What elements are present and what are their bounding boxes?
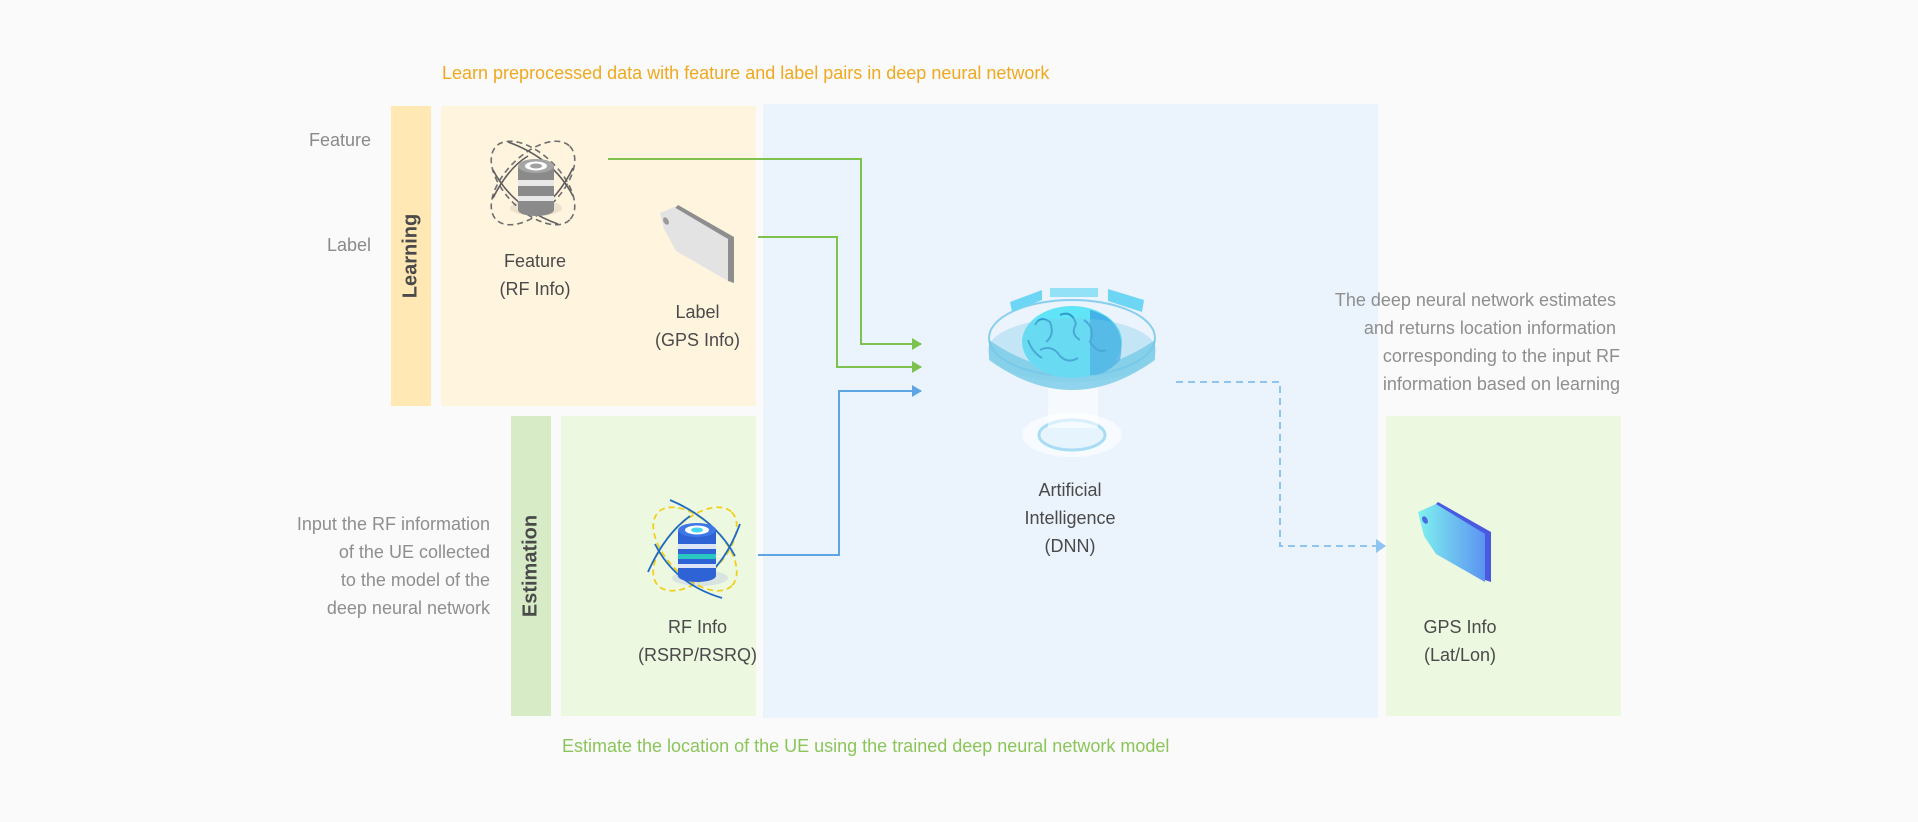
rf-to-ai-arrow — [758, 385, 922, 556]
ai-description-line: corresponding to the input RF — [1382, 346, 1620, 366]
gps-output-title: GPS Info — [1423, 617, 1497, 637]
ai-node-subtitle: (DNN) — [1044, 536, 1096, 556]
rf-node-title: RF Info — [667, 617, 728, 637]
feature-node-title: Feature — [503, 251, 567, 271]
ai-description-line: The deep neural network estimates — [1334, 290, 1616, 310]
ai-node-title-line2: Intelligence — [1024, 508, 1116, 528]
ai-description: The deep neural network estimates and re… — [1280, 286, 1620, 398]
label-node-subtitle: (GPS Info) — [654, 330, 741, 350]
feature-to-ai-arrow — [608, 158, 922, 350]
ai-to-gps-arrow — [1176, 381, 1386, 553]
output-panel — [1386, 416, 1621, 716]
learning-section-bar: Learning — [391, 106, 431, 406]
ai-node-title-line1: Artificial — [1038, 480, 1102, 500]
label-to-ai-arrow — [758, 236, 922, 373]
feature-row-label: Feature — [308, 130, 371, 150]
gps-output-label: GPS Info (Lat/Lon) — [1390, 613, 1530, 669]
estimation-description-line: of the UE collected — [338, 542, 490, 562]
label-node-title: Label — [675, 302, 720, 322]
estimation-description-line: Input the RF information — [296, 514, 490, 534]
estimation-caption: Estimate the location of the UE using th… — [562, 736, 1170, 756]
gps-output-subtitle: (Lat/Lon) — [1423, 645, 1497, 665]
database-orbit-icon — [490, 140, 576, 226]
brain-hologram-icon — [988, 288, 1156, 457]
ai-node-label: Artificial Intelligence (DNN) — [990, 476, 1150, 560]
learning-caption: Learn preprocessed data with feature and… — [442, 63, 1050, 83]
ai-description-line: and returns location information — [1363, 318, 1616, 338]
label-node-label: Label (GPS Info) — [630, 298, 765, 354]
tag-icon — [660, 205, 734, 283]
estimation-description-line: to the model of the — [340, 570, 490, 590]
label-row-label: Label — [326, 235, 371, 255]
rf-node-subtitle: (RSRP/RSRQ) — [637, 645, 757, 665]
feature-node-label: Feature (RF Info) — [470, 247, 600, 303]
feature-node-subtitle: (RF Info) — [499, 279, 571, 299]
database-orbit-icon — [647, 499, 741, 599]
rf-node-label: RF Info (RSRP/RSRQ) — [630, 613, 765, 669]
tag-icon — [1418, 502, 1491, 582]
ai-description-line: information based on learning — [1382, 374, 1620, 394]
estimation-panel — [561, 416, 756, 716]
estimation-section-bar: Estimation — [511, 416, 551, 716]
estimation-description: Input the RF information of the UE colle… — [270, 510, 490, 622]
estimation-description-line: deep neural network — [326, 598, 490, 618]
